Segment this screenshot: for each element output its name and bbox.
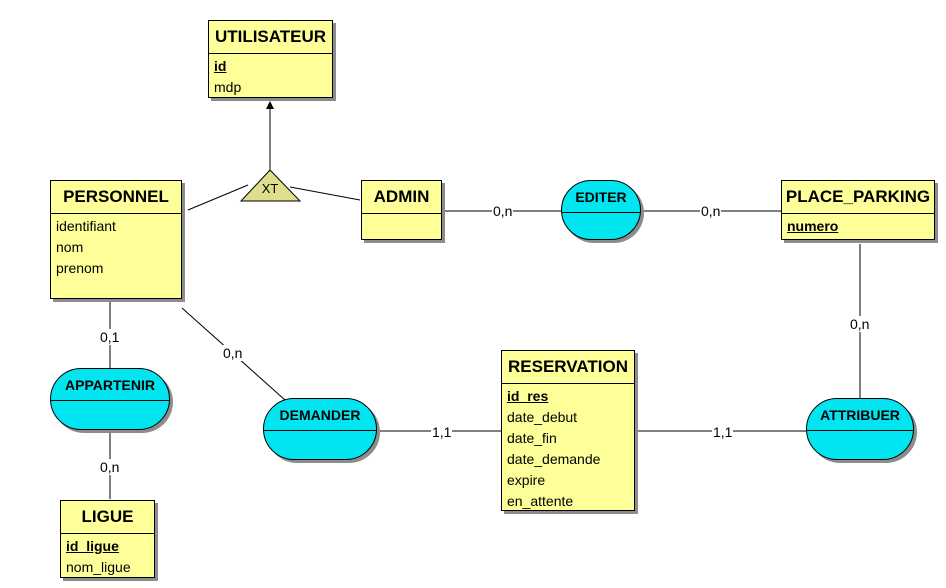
entity-utilisateur[interactable]: UTILISATEUR id mdp	[208, 20, 333, 98]
entity-admin[interactable]: ADMIN	[361, 180, 442, 240]
inheritance-arrow-icon	[266, 101, 274, 109]
association-demander[interactable]: DEMANDER	[263, 398, 377, 460]
attribute-numero: numero	[787, 218, 839, 234]
cardinality-personnel-demander: 0,n	[222, 345, 244, 361]
association-appartenir[interactable]: APPARTENIR	[50, 368, 170, 430]
entity-title: ADMIN	[362, 181, 441, 214]
entity-reservation[interactable]: RESERVATION id_res date_debut date_fin d…	[501, 350, 635, 511]
attribute-nom-ligue: nom_ligue	[66, 559, 131, 575]
cardinality-editer-place: 0,n	[700, 203, 722, 219]
inheritance-label: XT	[261, 181, 279, 196]
association-editer[interactable]: EDITER	[561, 180, 641, 240]
link-personnel-xt	[187, 184, 249, 211]
attribute-date-demande: date_demande	[507, 451, 601, 467]
attribute-id-res: id_res	[507, 388, 549, 404]
attribute-prenom: prenom	[56, 260, 104, 276]
link-xt-admin	[289, 186, 361, 201]
entity-title: UTILISATEUR	[209, 21, 332, 54]
attribute-identifiant: identifiant	[56, 218, 116, 234]
attribute-mdp: mdp	[214, 79, 242, 95]
entity-ligue[interactable]: LIGUE id_ligue nom_ligue	[60, 500, 155, 578]
attribute-en-attente: en_attente	[507, 493, 574, 509]
cardinality-personnel-appartenir: 0,1	[99, 329, 121, 345]
entity-title: LIGUE	[61, 501, 154, 534]
association-name: EDITER	[562, 181, 640, 213]
association-name: ATTRIBUER	[807, 399, 913, 431]
association-name: APPARTENIR	[51, 369, 169, 401]
attribute-id-ligue: id_ligue	[66, 538, 119, 554]
cardinality-place-attribuer: 0,n	[849, 316, 871, 332]
attribute-id: id	[214, 58, 227, 74]
cardinality-reservation-attribuer: 1,1	[712, 424, 734, 440]
association-attribuer[interactable]: ATTRIBUER	[806, 398, 914, 460]
attribute-date-debut: date_debut	[507, 409, 578, 425]
entity-place-parking[interactable]: PLACE_PARKING numero	[781, 180, 935, 240]
entity-personnel[interactable]: PERSONNEL identifiant nom prenom	[50, 180, 182, 299]
entity-title: PLACE_PARKING	[782, 181, 934, 214]
attribute-date-fin: date_fin	[507, 430, 557, 446]
inheritance-triangle-icon	[239, 169, 302, 202]
attribute-expire: expire	[507, 472, 546, 488]
cardinality-admin-editer: 0,n	[492, 203, 514, 219]
entity-title: RESERVATION	[502, 351, 634, 384]
entity-title: PERSONNEL	[51, 181, 181, 214]
attribute-nom: nom	[56, 239, 84, 255]
cardinality-appartenir-ligue: 0,n	[99, 459, 121, 475]
cardinality-demander-reservation: 1,1	[431, 424, 453, 440]
association-name: DEMANDER	[264, 399, 376, 431]
